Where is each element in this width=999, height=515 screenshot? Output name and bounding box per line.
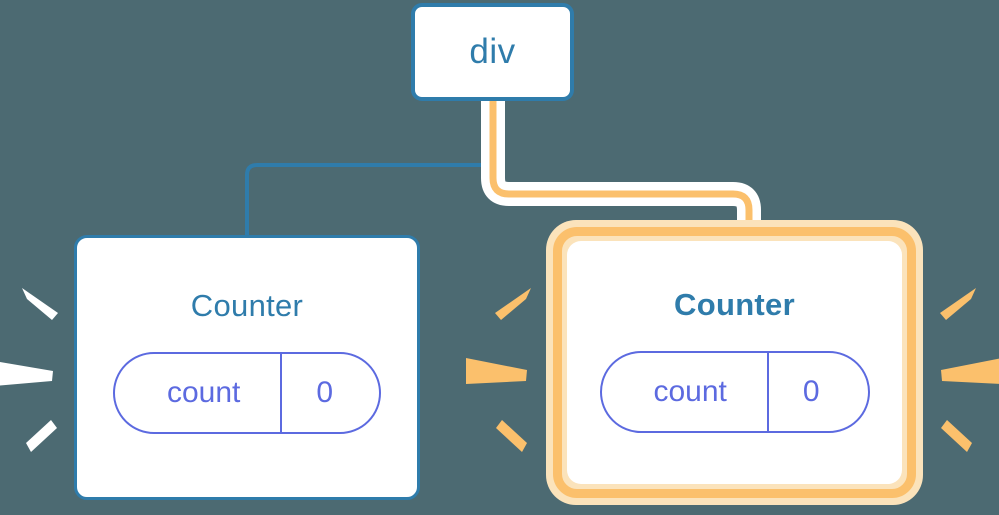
node-counter-right-inner: Counter count 0 [567, 241, 902, 484]
state-pill-value: 0 [802, 375, 820, 408]
state-pill-value: 0 [316, 376, 334, 409]
node-div[interactable]: div [411, 3, 574, 101]
ray-icon [495, 288, 531, 320]
state-pill-key-cell: count [602, 353, 769, 431]
state-pill-counter-right: count 0 [599, 351, 870, 433]
node-counter-left[interactable]: Counter count 0 [74, 235, 420, 500]
ray-icon [0, 362, 53, 386]
ray-icon [26, 420, 57, 452]
state-pill-key-cell: count [115, 354, 283, 432]
ray-icon [496, 420, 527, 452]
node-counter-left-title: Counter [190, 288, 304, 323]
ray-icon [941, 358, 999, 384]
rays-counter-left-west [0, 288, 58, 452]
node-div-label: div [469, 32, 516, 71]
node-counter-right-body: Counter count 0 [567, 241, 902, 484]
node-counter-right-highlight-ring: Counter count 0 [553, 227, 916, 498]
ray-icon [466, 358, 527, 384]
ray-icon [940, 288, 976, 320]
state-pill-key: count [653, 375, 727, 408]
ray-icon [941, 420, 972, 452]
edge-div-to-counter-right [489, 101, 753, 240]
rays-counter-right-east [940, 288, 999, 452]
node-counter-right-title: Counter [674, 287, 795, 322]
rays-counter-left-east [466, 288, 531, 452]
state-pill-key: count [167, 376, 241, 409]
ray-icon [22, 288, 58, 320]
state-pill-value-cell: 0 [769, 353, 866, 431]
node-counter-right[interactable]: Counter count 0 [546, 220, 923, 505]
state-pill-counter-left: count 0 [113, 352, 381, 434]
node-counter-left-body: Counter count 0 [77, 238, 417, 497]
state-pill-value-cell: 0 [282, 354, 379, 432]
